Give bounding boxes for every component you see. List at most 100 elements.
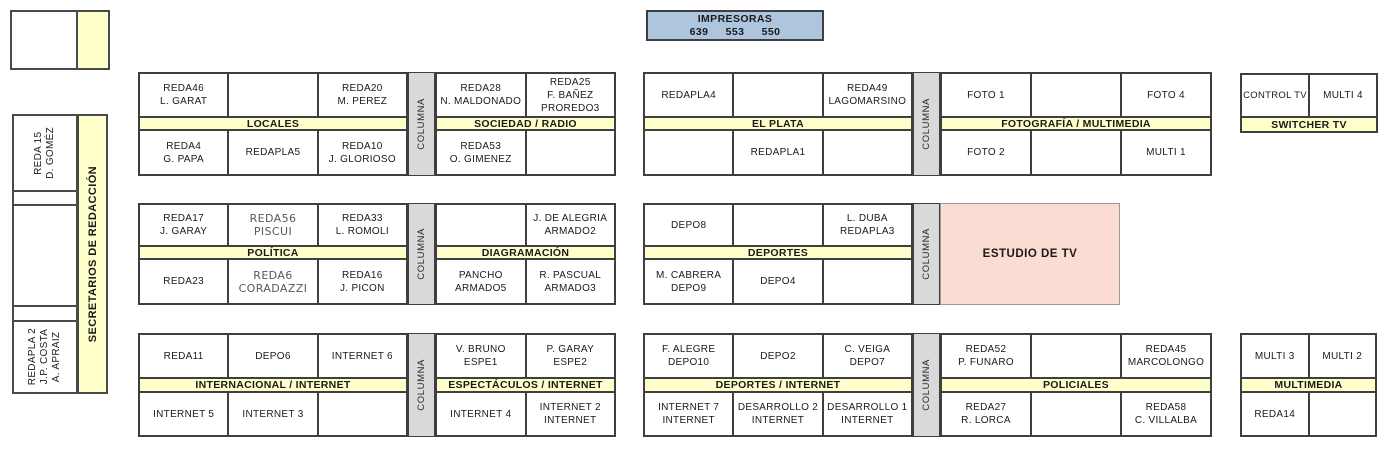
rack-empty-2 <box>12 204 78 307</box>
section-fotografia-multimedia: FOTO 1 FOTO 4 FOTOGRAFÍA / MULTIMEDIA FO… <box>940 72 1212 176</box>
columna-strip: COLUMNA <box>408 333 435 437</box>
section-label-espectaculos-internet: ESPECTÁCULOS / INTERNET <box>436 378 615 392</box>
desk-cell: REDA56 PISCUI <box>228 204 318 246</box>
section-policiales: REDA52 P. FUNARO REDA45 MARCOLONGO POLIC… <box>940 333 1212 437</box>
desk-cell: MULTI 2 <box>1308 334 1376 378</box>
desk-cell <box>1031 392 1121 436</box>
desk-cell: DEPO6 <box>228 334 318 378</box>
section-label-diagramacion: DIAGRAMACIÓN <box>436 246 615 259</box>
secretarios-label: SECRETARIOS DE REDACCIÓN <box>86 165 99 343</box>
section-label-locales: LOCALES <box>139 117 407 130</box>
desk-cell: DEPO4 <box>733 259 823 304</box>
desk-cell: REDA45 MARCOLONGO <box>1121 334 1211 378</box>
section-deportes-internet: F. ALEGRE DEPO10 DEPO2 C. VEIGA DEPO7 DE… <box>643 333 913 437</box>
desk-cell: REDA23 <box>139 259 229 304</box>
desk-cell: INTERNET 4 <box>436 392 526 436</box>
desk-cell: REDA14 <box>1241 392 1309 436</box>
desk-cell: REDA10 J. GLORIOSO <box>317 130 407 175</box>
desk-cell: R. PASCUAL ARMADO3 <box>525 259 615 304</box>
desk-cell: REDA11 <box>139 334 229 378</box>
columna-strip-label: COLUMNA <box>415 98 427 150</box>
desk-cell: REDA25 F. BAÑEZ PROREDO3 <box>525 73 615 117</box>
section-el-plata: REDAPLA4 REDA49 LAGOMARSINO EL PLATA RED… <box>643 72 913 176</box>
desk-cell <box>1031 130 1121 175</box>
desk-cell: FOTO 2 <box>941 130 1031 175</box>
columna-strip-label: COLUMNA <box>920 98 932 150</box>
section-label-deportes-internet: DEPORTES / INTERNET <box>644 378 912 392</box>
desk-cell: INTERNET 2 INTERNET <box>525 392 615 436</box>
section-label-deportes: DEPORTES <box>644 246 912 259</box>
desk-cell: MULTI 4 <box>1309 74 1377 117</box>
desk-cell: FOTO 4 <box>1121 73 1211 117</box>
desk-cell: REDAPLA5 <box>228 130 318 175</box>
columna-strip-label: COLUMNA <box>920 228 932 280</box>
desk-redapla2-label: REDAPLA 2 J.P. COSTA A. APRAIZ <box>27 328 62 386</box>
desk-cell: REDA46 L. GARAT <box>139 73 229 117</box>
section-espectaculos-internet: V. BRUNO ESPE1 P. GARAY ESPE2 ESPECTÁCUL… <box>435 333 616 437</box>
desk-cell: MULTI 1 <box>1121 130 1211 175</box>
desk-cell: DEPO8 <box>644 204 734 246</box>
desk-cell: REDA33 L. ROMOLI <box>317 204 407 246</box>
columna-strip: COLUMNA <box>408 72 435 176</box>
desk-cell <box>822 259 912 304</box>
desk-cell: REDA58 C. VILLALBA <box>1121 392 1211 436</box>
desk-redapla2: REDAPLA 2 J.P. COSTA A. APRAIZ <box>12 320 78 394</box>
desk-cell <box>1031 334 1121 378</box>
desk-cell: DESARROLLO 1 INTERNET <box>822 392 912 436</box>
section-politica: REDA17 J. GARAY REDA56 PISCUI REDA33 L. … <box>138 203 408 305</box>
desk-cell: INTERNET 6 <box>317 334 407 378</box>
section-label-sociedad-radio: SOCIEDAD / RADIO <box>436 117 615 130</box>
estudio-de-tv: ESTUDIO DE TV <box>940 203 1120 305</box>
desk-cell <box>822 130 912 175</box>
section-internacional-internet: REDA11 DEPO6 INTERNET 6 INTERNACIONAL / … <box>138 333 408 437</box>
columna-strip-label: COLUMNA <box>920 359 932 411</box>
desk-cell <box>644 130 734 175</box>
section-label-internacional-internet: INTERNACIONAL / INTERNET <box>139 378 407 392</box>
desk-cell: REDAPLA4 <box>644 73 734 117</box>
desk-reda15: REDA 15 D. GOMÉZ <box>12 114 78 192</box>
desk-cell: REDA27 R. LORCA <box>941 392 1031 436</box>
desk-cell <box>228 73 318 117</box>
impresoras-title: IMPRESORAS <box>697 12 773 25</box>
desk-cell: DEPO2 <box>733 334 823 378</box>
section-multimedia: MULTI 3 MULTI 2 MULTIMEDIA REDA14 <box>1240 333 1377 437</box>
legend-white-area <box>12 12 76 68</box>
desk-cell: INTERNET 5 <box>139 392 229 436</box>
columna-strip: COLUMNA <box>408 203 435 305</box>
legend-yellow-area <box>76 12 108 68</box>
desk-cell: REDA16 J. PICON <box>317 259 407 304</box>
desk-cell: REDA20 M. PEREZ <box>317 73 407 117</box>
desk-cell: C. VEIGA DEPO7 <box>822 334 912 378</box>
desk-cell: INTERNET 3 <box>228 392 318 436</box>
section-label-politica: POLÍTICA <box>139 246 407 259</box>
desk-cell: REDA53 O. GIMENEZ <box>436 130 526 175</box>
desk-cell <box>733 204 823 246</box>
impresoras-box: IMPRESORAS 639 553 550 <box>646 10 824 41</box>
desk-cell: REDA6 CORADAZZI <box>228 259 318 304</box>
section-locales: REDA46 L. GARAT REDA20 M. PEREZ LOCALES … <box>138 72 408 176</box>
columna-strip-label: COLUMNA <box>415 228 427 280</box>
columna-strip: COLUMNA <box>913 72 940 176</box>
desk-cell: M. CABRERA DEPO9 <box>644 259 734 304</box>
desk-cell <box>317 392 407 436</box>
desk-cell <box>733 73 823 117</box>
desk-cell: L. DUBA REDAPLA3 <box>822 204 912 246</box>
desk-cell <box>525 130 615 175</box>
estudio-de-tv-label: ESTUDIO DE TV <box>982 248 1078 260</box>
desk-cell: REDAPLA1 <box>733 130 823 175</box>
desk-cell: REDA17 J. GARAY <box>139 204 229 246</box>
desk-cell: V. BRUNO ESPE1 <box>436 334 526 378</box>
desk-cell: FOTO 1 <box>941 73 1031 117</box>
desk-cell: CONTROL TV <box>1241 74 1309 117</box>
desk-cell: DESARROLLO 2 INTERNET <box>733 392 823 436</box>
left-rack: REDA 15 D. GOMÉZ REDAPLA 2 J.P. COSTA A.… <box>12 114 78 394</box>
desk-cell: P. GARAY ESPE2 <box>525 334 615 378</box>
section-sociedad-radio: REDA28 N. MALDONADO REDA25 F. BAÑEZ PROR… <box>435 72 616 176</box>
section-diagramacion: J. DE ALEGRIA ARMADO2 DIAGRAMACIÓN PANCH… <box>435 203 616 305</box>
desk-cell: REDA28 N. MALDONADO <box>436 73 526 117</box>
section-label-policiales: POLICIALES <box>941 378 1211 392</box>
desk-cell: J. DE ALEGRIA ARMADO2 <box>525 204 615 246</box>
columna-strip: COLUMNA <box>913 333 940 437</box>
desk-cell <box>436 204 526 246</box>
